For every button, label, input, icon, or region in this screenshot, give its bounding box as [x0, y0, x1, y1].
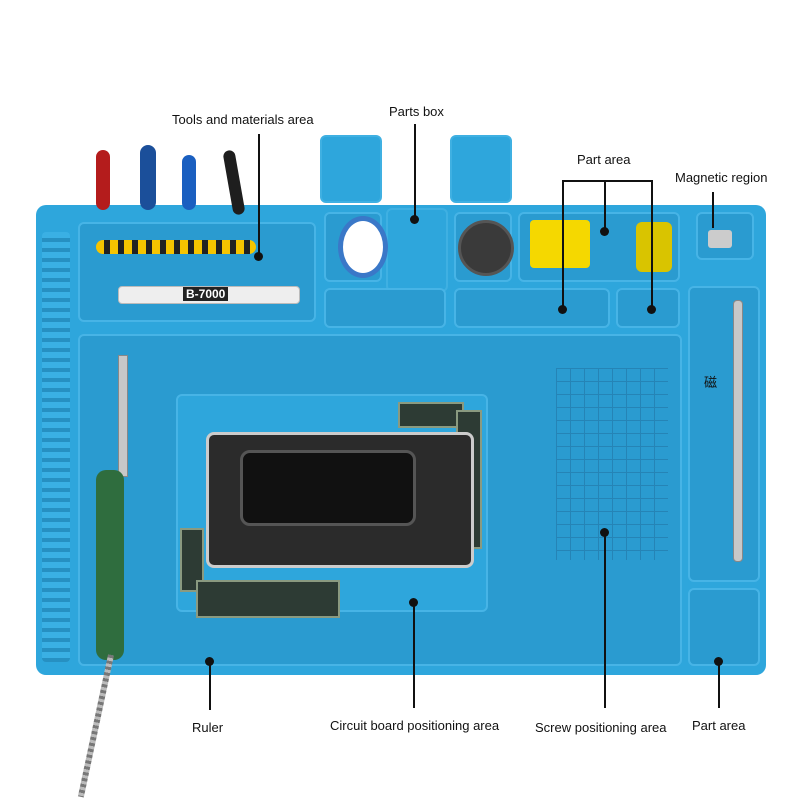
part-area-bottom-tray: [688, 588, 760, 666]
leader-screw: [604, 532, 606, 708]
tool-blue-screwdriver: [182, 155, 196, 210]
parts-slot-2: [454, 288, 610, 328]
screwdriver: [96, 240, 256, 254]
soldering-iron-tip: [118, 355, 128, 477]
parts-box-lid-right: [450, 135, 512, 203]
leader-dot-parts-box: [410, 215, 419, 224]
tool-black-blue-screwdriver: [140, 145, 156, 210]
ruler-strip: [42, 232, 70, 662]
pcb-small-top: [398, 402, 464, 428]
parts-box-lid-left: [320, 135, 382, 203]
glue-tube: B-7000: [118, 286, 300, 304]
leader-part-area-bar: [562, 180, 652, 182]
flux-bottle: [636, 222, 672, 272]
magnetic-glyph: 磁: [704, 375, 718, 390]
label-magnetic-region: Magnetic region: [675, 170, 768, 185]
tools-tray: [78, 222, 316, 322]
label-part-area-top: Part area: [577, 152, 631, 167]
leader-part-area-mid: [604, 180, 606, 230]
parts-slot-1: [324, 288, 446, 328]
leader-dot-tools: [254, 252, 263, 261]
label-part-area-bottom: Part area: [692, 718, 746, 733]
magnet-piece: [708, 230, 732, 248]
label-circuit-board-area: Circuit board positioning area: [330, 718, 500, 733]
leader-parts-box: [414, 124, 416, 218]
leader-circuit: [413, 602, 415, 708]
metal-spudger: [733, 300, 743, 562]
leader-dot-part-c: [647, 305, 656, 314]
label-tools-area: Tools and materials area: [172, 112, 314, 127]
leader-dot-part-bottom: [714, 657, 723, 666]
leader-ruler: [209, 662, 211, 710]
pcb-logic-board: [196, 580, 340, 618]
magnetizer-block: [530, 220, 590, 268]
tool-red-screwdriver: [96, 150, 110, 210]
screw-positioning-grid: [556, 368, 668, 560]
leader-dot-ruler: [205, 657, 214, 666]
demagnetizer-ring: [458, 220, 514, 276]
label-parts-box: Parts box: [389, 104, 444, 119]
phone-battery: [240, 450, 416, 526]
magnetic-strip: [688, 286, 760, 582]
label-ruler: Ruler: [192, 720, 224, 735]
leader-tools: [258, 134, 260, 254]
leader-magnetic: [712, 192, 714, 228]
leader-dot-part-b: [600, 227, 609, 236]
capacitor: [338, 216, 388, 278]
soldering-iron: [96, 470, 124, 660]
leader-dot-part-a: [558, 305, 567, 314]
leader-part-area-right: [651, 180, 653, 308]
leader-part-bottom: [718, 662, 720, 708]
soldering-iron-cable: [77, 654, 114, 798]
leader-part-area-left: [562, 180, 564, 308]
label-screw-area: Screw positioning area: [535, 720, 667, 735]
glue-tube-label: B-7000: [183, 287, 229, 301]
